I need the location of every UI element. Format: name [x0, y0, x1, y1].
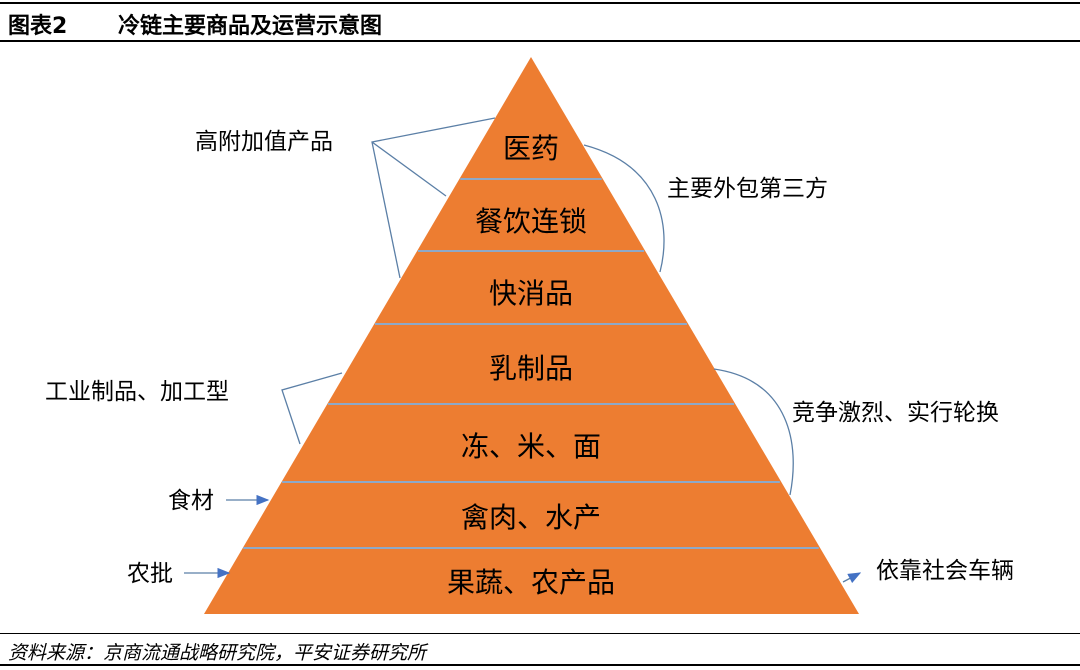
tier-dividers	[243, 178, 819, 549]
tier-label-pharma: 医药	[503, 132, 559, 165]
figure-title: 冷链主要商品及运营示意图	[118, 14, 383, 39]
header-rule-top	[0, 2, 1080, 4]
tier-label-fmcg: 快消品	[489, 277, 573, 310]
header-rule-bottom	[0, 40, 1080, 42]
source-note: 资料来源：京商流通战略研究院，平安证券研究所	[8, 642, 427, 664]
label-ingredients: 食材	[168, 488, 214, 514]
tier-labels: 医药 餐饮连锁 快消品 乳制品 冻、米、面 禽肉、水产 果蔬、农产品	[447, 132, 615, 599]
tier-label-catering-chain: 餐饮连锁	[475, 205, 587, 238]
label-wholesale: 农批	[127, 561, 173, 587]
figure-number: 图表2	[8, 14, 68, 39]
tier-label-poultry-aquatic: 禽肉、水产	[461, 501, 601, 534]
connector-outsourced	[583, 144, 665, 273]
label-high-value-products: 高附加值产品	[195, 129, 333, 155]
tier-label-dairy: 乳制品	[489, 352, 573, 385]
pyramid-shape	[204, 57, 859, 614]
connector-high-value	[371, 117, 496, 279]
connector-competition	[713, 368, 794, 496]
label-outsourced-third-party: 主要外包第三方	[667, 176, 828, 202]
label-competition-rotation: 竞争激烈、实行轮换	[792, 400, 999, 426]
tier-label-frozen-rice-noodles: 冻、米、面	[461, 430, 601, 463]
footer-rule-top	[0, 633, 1080, 634]
connector-self-vehicles	[842, 572, 862, 584]
connector-industrial	[281, 372, 343, 445]
label-industrial-processed: 工业制品、加工型	[45, 379, 229, 405]
tier-label-produce: 果蔬、农产品	[447, 566, 615, 599]
footer-rule-bottom	[0, 664, 1080, 666]
label-social-vehicles: 依靠社会车辆	[876, 558, 1014, 584]
